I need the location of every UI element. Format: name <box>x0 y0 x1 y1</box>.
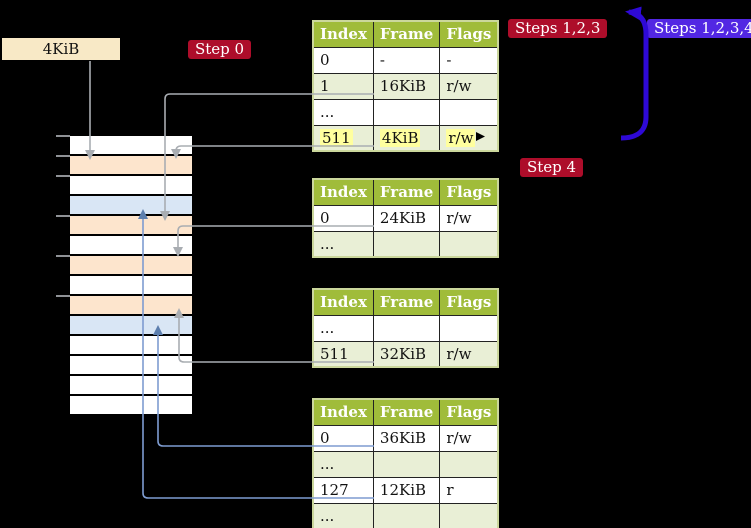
cell: 1 <box>312 72 374 100</box>
cell: r/w <box>439 424 499 452</box>
page-table-1-header-frame: Frame <box>372 20 441 48</box>
memory-row-10 <box>70 316 192 334</box>
cell: - <box>372 46 441 74</box>
cell: 16KiB <box>372 72 441 100</box>
memory-tick-5 <box>56 255 70 257</box>
cell: - <box>439 46 499 74</box>
cell: 12KiB <box>372 476 441 504</box>
cell <box>372 314 441 342</box>
page-table-1-row-0: 0-- <box>312 46 499 74</box>
page-table-1-header-index: Index <box>312 20 374 48</box>
page-table-3-header-index: Index <box>312 288 374 316</box>
memory-tick-1 <box>56 135 70 137</box>
memory-row-3 <box>70 176 192 194</box>
memory-row-12 <box>70 356 192 374</box>
cell: 0 <box>312 204 374 232</box>
cell: 0 <box>312 46 374 74</box>
cell: 4KiB <box>372 124 441 152</box>
memory-row-6 <box>70 236 192 254</box>
cell: 36KiB <box>372 424 441 452</box>
cell <box>439 230 499 258</box>
cell: ... <box>312 450 374 478</box>
cell <box>439 98 499 126</box>
cell <box>439 314 499 342</box>
cell: 32KiB <box>372 340 441 368</box>
page-table-4-row-ellipsis: ... <box>312 502 499 528</box>
badge-steps1234: Steps 1,2,3,4 <box>647 19 751 38</box>
badge-step4: Step 4 <box>520 158 584 177</box>
badge-steps123: Steps 1,2,3 <box>508 19 608 38</box>
cell: r/w <box>439 124 499 152</box>
cell: 511 <box>312 340 374 368</box>
cell: r <box>439 476 499 504</box>
page-table-1-header-flags: Flags <box>439 20 499 48</box>
memory-row-5 <box>70 216 192 234</box>
page-table-2-header-flags: Flags <box>439 178 499 206</box>
cell <box>439 502 499 528</box>
cell <box>372 230 441 258</box>
cell: 24KiB <box>372 204 441 232</box>
badge-step0: Step 0 <box>188 40 252 59</box>
page-table-4-header-frame: Frame <box>372 398 441 426</box>
memory-row-11 <box>70 336 192 354</box>
cell: ... <box>312 230 374 258</box>
memory-row-2 <box>70 156 192 174</box>
page-table-1-row-ellipsis: ... <box>312 98 499 126</box>
memory-tick-4 <box>56 215 70 217</box>
cell: r/w <box>439 204 499 232</box>
page-table-4-header-index: Index <box>312 398 374 426</box>
memory-tick-3 <box>56 175 70 177</box>
page-table-3-header-frame: Frame <box>372 288 441 316</box>
memory-tick-6 <box>56 295 70 297</box>
cell: ... <box>312 98 374 126</box>
page-table-2-header-index: Index <box>312 178 374 206</box>
cell: 0 <box>312 424 374 452</box>
cell: ... <box>312 502 374 528</box>
cell: 127 <box>312 476 374 504</box>
arrow-t1-loopback <box>620 6 649 141</box>
page-table-2-header-frame: Frame <box>372 178 441 206</box>
cell: ... <box>312 314 374 342</box>
memory-tick-2 <box>56 155 70 157</box>
cell <box>439 450 499 478</box>
page-table-4-row-ellipsis: ... <box>312 450 499 478</box>
page-table-3-header-flags: Flags <box>439 288 499 316</box>
page-table-4-header-flags: Flags <box>439 398 499 426</box>
page-table-3-row-ellipsis: ... <box>312 314 499 342</box>
memory-row-9 <box>70 296 192 314</box>
page-size-label: 4KiB <box>2 38 120 60</box>
memory-row-13 <box>70 376 192 394</box>
memory-row-7 <box>70 256 192 274</box>
cell <box>372 98 441 126</box>
memory-row-1 <box>70 136 192 154</box>
cell <box>372 502 441 528</box>
cell: r/w <box>439 340 499 368</box>
cell: r/w <box>439 72 499 100</box>
cell: 511 <box>312 124 374 152</box>
memory-row-8 <box>70 276 192 294</box>
memory-row-4 <box>70 196 192 214</box>
page-table-2-row-ellipsis: ... <box>312 230 499 258</box>
cell <box>372 450 441 478</box>
memory-row-14 <box>70 396 192 414</box>
